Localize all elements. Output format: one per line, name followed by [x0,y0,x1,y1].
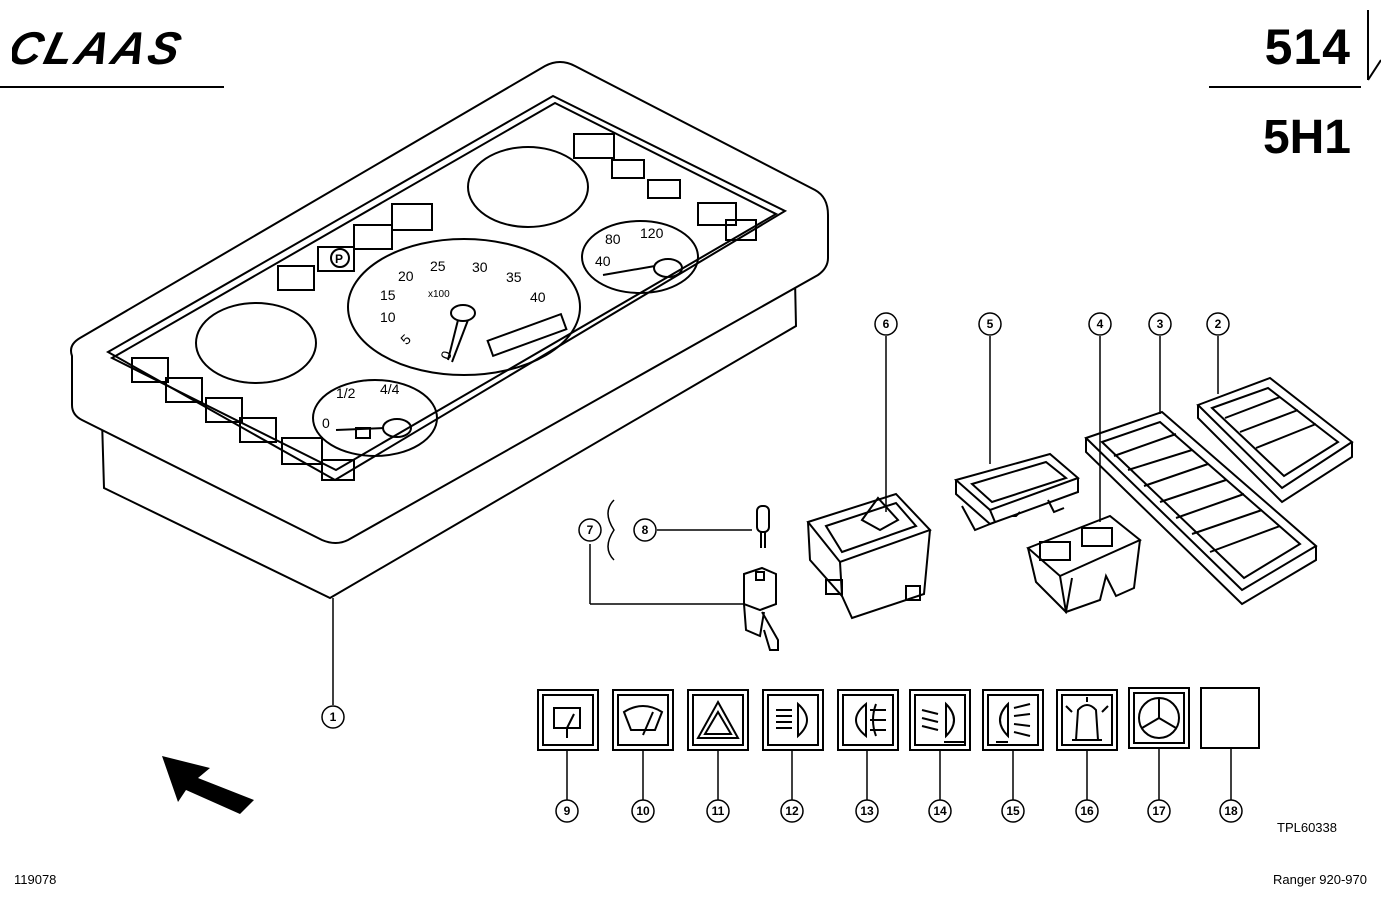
headlight-icon [762,689,824,751]
tach-label-30: 30 [472,259,488,275]
rear-wiper-icon [537,689,599,751]
callout-label-7: 7 [587,523,594,537]
callout-4: 4 [1088,312,1112,336]
callout-5: 5 [978,312,1002,336]
callout-2: 2 [1206,312,1230,336]
callout-label-13: 13 [860,804,874,818]
callout-12: 12 [780,799,804,823]
callout-label-2: 2 [1215,317,1222,331]
callout-8: 8 [633,518,657,542]
speed-label-40: 40 [595,253,611,269]
low-beam-icon [909,689,971,751]
callout-label-4: 4 [1097,317,1104,331]
callout-label-10: 10 [636,804,650,818]
callout-7: 7 [578,518,602,542]
callout-3: 3 [1148,312,1172,336]
direction-arrow-icon [162,756,254,814]
speed-label-80: 80 [605,231,621,247]
front-wiper-icon [612,689,674,751]
work-light-icon [982,689,1044,751]
callout-label-18: 18 [1224,804,1238,818]
bulb-holder-7 [743,566,779,651]
tach-unit: x100 [428,289,450,300]
callout-label-1: 1 [330,710,337,724]
tachometer-scale: 0 5 10 15 20 25 30 35 40 x100 40 80 120 … [322,225,664,431]
drawing-code: TPL60338 [1277,820,1337,835]
hazard-triangle-icon [687,689,749,751]
switch-frame-3 [1084,410,1318,606]
callout-10: 10 [631,799,655,823]
switch-cover-5 [953,452,1080,532]
blank-tile-icon [1200,687,1260,749]
callouts: 1 2 3 4 5 6 7 8 9 10 11 12 13 14 15 16 1… [321,312,1243,823]
beacon-icon [1056,689,1118,751]
group-code: 5H1 [1262,111,1351,164]
switch-frame-2 [1196,376,1354,504]
callout-6: 6 [874,312,898,336]
callout-9: 9 [555,799,579,823]
document-reference: 119078 [14,872,57,887]
callout-label-5: 5 [987,317,994,331]
tach-label-20: 20 [398,268,414,284]
callout-14: 14 [928,799,952,823]
tach-label-35: 35 [506,269,522,285]
tach-label-25: 25 [430,258,446,274]
brand-logo-text: CLAAS [12,23,189,72]
callout-18: 18 [1219,799,1243,823]
symbol-tiles [537,687,1260,751]
page-number: 514 [1264,19,1351,75]
tach-label-10: 10 [380,309,396,325]
speed-label-120: 120 [640,225,664,241]
callout-16: 16 [1075,799,1099,823]
bulb-8 [756,505,770,548]
instrument-cluster [70,61,829,600]
claas-logo: CLAAS [12,23,189,72]
callout-label-14: 14 [933,804,947,818]
callout-label-9: 9 [564,804,571,818]
model-reference: Ranger 920-970 [1273,872,1367,887]
rocker-switch-6 [806,492,932,620]
callout-1: 1 [321,705,345,729]
tach-label-15: 15 [380,287,396,303]
fuel-label-0: 0 [322,415,330,431]
callout-label-17: 17 [1152,804,1166,818]
callout-17: 17 [1147,799,1171,823]
callout-label-15: 15 [1006,804,1020,818]
callout-label-11: 11 [712,804,725,818]
callout-label-3: 3 [1157,317,1164,331]
callout-11: 11 [706,799,730,823]
callout-label-8: 8 [642,523,649,537]
header-rule-left [0,86,224,88]
callout-label-6: 6 [883,317,890,331]
parking-symbol: P [335,252,343,266]
callout-15: 15 [1001,799,1025,823]
tach-label-40: 40 [530,289,546,305]
double-switch-4 [1026,514,1142,615]
callout-13: 13 [855,799,879,823]
callout-label-12: 12 [785,804,799,818]
steering-wheel-icon [1128,687,1190,749]
callout-label-16: 16 [1080,804,1094,818]
fog-light-icon [837,689,899,751]
fuel-label-full: 4/4 [380,381,400,397]
header-rule-right [1209,86,1361,88]
fuel-label-half: 1/2 [336,385,356,401]
